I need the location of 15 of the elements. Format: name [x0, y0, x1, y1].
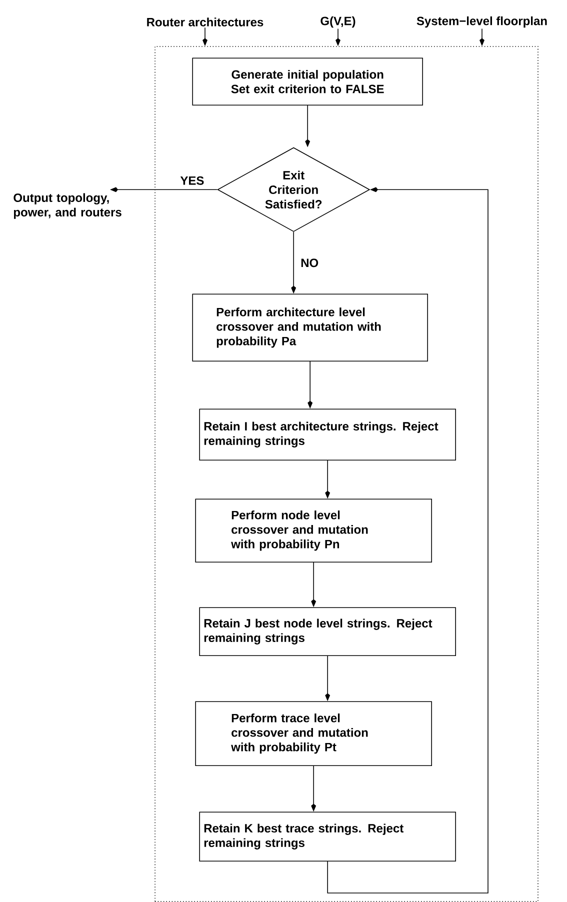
input-label: System−level floorplan	[416, 16, 547, 28]
output-label: Output topology, power, and routers	[14, 193, 122, 219]
process-box: Perform node level crossover and mutation with probability Pn	[195, 498, 432, 562]
input-label: Router architectures	[147, 18, 264, 26]
edge-label: NO	[300, 258, 320, 268]
process-box: Perform architecture level crossover and mutation with probability Pa	[192, 294, 428, 362]
input-label: G(V,E)	[320, 16, 356, 28]
process-box: Retain J best node level strings. Reject remaining strings	[199, 607, 456, 656]
process-box: Perform trace level crossover and mutation with probability Pt	[195, 701, 432, 766]
edge-label: YES	[179, 175, 206, 186]
process-box: Retain K best trace strings. Reject remaining strings	[199, 812, 456, 862]
process-box: Retain I best architecture strings. Reject remaining strings	[199, 408, 456, 460]
process-box: Generate initial population Set exit criterion to FALSE	[192, 58, 423, 106]
arrow	[327, 187, 488, 894]
dotted-frame	[154, 46, 538, 902]
